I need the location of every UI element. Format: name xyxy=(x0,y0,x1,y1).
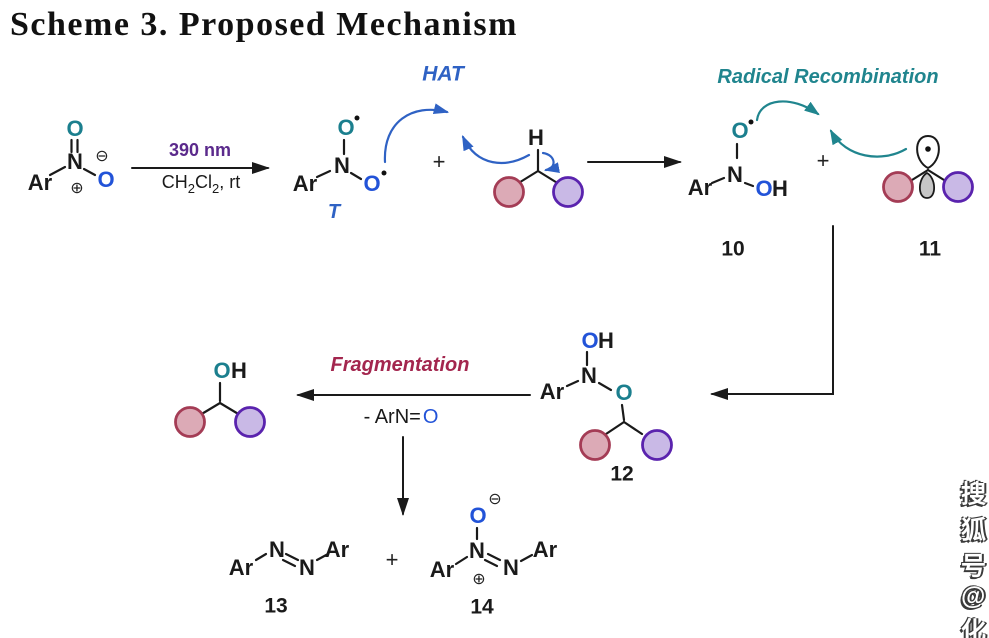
substrate-molecule xyxy=(493,148,584,208)
compound-11-number: 11 xyxy=(918,237,942,261)
compound-11-structure xyxy=(882,134,974,203)
solvent-sub2: 2 xyxy=(212,180,220,196)
plus-sign-3: + xyxy=(385,547,399,572)
radical-electron-dot xyxy=(925,146,931,152)
c13-n2-label: N xyxy=(299,555,315,580)
watermark: 搜狐号@化学加网 xyxy=(960,480,986,638)
compound-10-bonds xyxy=(710,142,755,188)
nitro-o-top-label: O xyxy=(66,116,84,141)
hat-arc-to-hydrogen xyxy=(461,135,531,165)
c12-n-label: N xyxy=(581,363,597,388)
c14-o-label: O xyxy=(469,503,487,528)
alcohol-h-label: H xyxy=(231,358,247,383)
nitro-ar-label: Ar xyxy=(27,170,53,195)
c14-ar-right-label: Ar xyxy=(532,537,558,562)
c10-n-label: N xyxy=(727,162,743,187)
solvent-rt: , rt xyxy=(219,172,241,193)
solvent-label: CH2Cl2, rt xyxy=(162,173,240,195)
t-ar-label: Ar xyxy=(292,171,318,196)
triplet-state-label: T xyxy=(327,201,341,223)
c10-oh-h-label: H xyxy=(772,176,788,201)
c14-plus-charge: ⊕ xyxy=(472,571,486,588)
c10-ar-label: Ar xyxy=(687,175,713,200)
substrate-pink-group xyxy=(493,176,525,208)
c14-ar-left-label: Ar xyxy=(429,557,455,582)
compound-14-bonds xyxy=(454,526,534,568)
c14-n2-label: N xyxy=(503,555,519,580)
radical-recombination-label: Radical Recombination xyxy=(717,66,939,88)
t-o-right-radical-dot xyxy=(381,170,387,176)
compound-12-structure xyxy=(565,350,673,461)
nitro-bonds xyxy=(48,138,97,177)
c14-n1-label: N xyxy=(469,538,485,563)
fragmentation-label: Fragmentation xyxy=(330,354,470,376)
recomb-arc-from-oxygen xyxy=(755,100,820,122)
reaction-arrow-to-12 xyxy=(710,225,834,400)
arno-loss-label: - ArN=O xyxy=(364,407,439,427)
solvent-sub1: 2 xyxy=(187,180,195,196)
compound-10-number: 10 xyxy=(721,237,745,261)
plus-sign-2: + xyxy=(816,148,830,173)
compound-13-number: 13 xyxy=(264,594,288,618)
p-orbital-upper-lobe xyxy=(916,134,940,170)
c13-ar-right-label: Ar xyxy=(324,537,350,562)
recomb-arc-from-radical xyxy=(829,129,908,158)
c10-oh-o-label: O xyxy=(755,176,773,201)
alcohol-o-label: O xyxy=(213,358,231,383)
hat-label: HAT xyxy=(422,62,464,86)
c10-o-top-label: O xyxy=(731,118,749,143)
solvent-ch: CH xyxy=(161,172,188,193)
nitro-n-label: N xyxy=(67,149,83,174)
compound-14-number: 14 xyxy=(470,595,494,619)
alcohol-purple-group xyxy=(234,406,266,438)
c12-ar-label: Ar xyxy=(539,379,565,404)
c12-purple-group xyxy=(641,429,673,461)
plus-sign-1: + xyxy=(432,149,446,174)
c12-oh-o-label: O xyxy=(581,328,599,353)
hat-arc-from-oxygen xyxy=(383,103,450,164)
c14-minus-charge: ⊖ xyxy=(488,491,502,508)
t-diradical-bonds xyxy=(315,138,363,181)
c11-pink-group xyxy=(882,171,914,203)
arno-loss-oxygen: O xyxy=(422,406,439,428)
c12-pink-group xyxy=(579,429,611,461)
substrate-h-label: H xyxy=(528,125,544,150)
p-orbital-lower-lobe xyxy=(918,171,936,199)
arno-loss-prefix: - ArN= xyxy=(363,406,421,428)
nitro-minus-charge: ⊖ xyxy=(95,148,109,165)
nitro-o-right-label: O xyxy=(97,167,115,192)
solvent-cl: Cl xyxy=(195,172,212,193)
scheme-title: Scheme 3. Proposed Mechanism xyxy=(10,6,518,43)
t-n-label: N xyxy=(334,153,350,178)
t-o-right-label: O xyxy=(363,171,381,196)
c12-oh-h-label: H xyxy=(598,328,614,353)
wavelength-label: 390 nm xyxy=(168,140,232,160)
c11-purple-group xyxy=(942,171,974,203)
compound-12-number: 12 xyxy=(610,462,634,486)
substrate-purple-group xyxy=(552,176,584,208)
hat-curved-arrows xyxy=(383,103,560,174)
alcohol-pink-group xyxy=(174,406,206,438)
c13-ar-left-label: Ar xyxy=(228,555,254,580)
c10-radical-dot xyxy=(748,119,754,125)
t-o-top-label: O xyxy=(337,115,355,140)
nitro-plus-charge: ⊕ xyxy=(70,180,84,197)
recombination-curved-arrows xyxy=(755,100,908,158)
c12-o-link-label: O xyxy=(615,380,633,405)
alcohol-product-structure xyxy=(174,381,266,438)
t-o-top-radical-dot xyxy=(354,115,360,121)
hat-hook-ch-bond xyxy=(541,151,560,174)
c13-n1-label: N xyxy=(269,537,285,562)
compound-13-bonds xyxy=(254,552,330,568)
